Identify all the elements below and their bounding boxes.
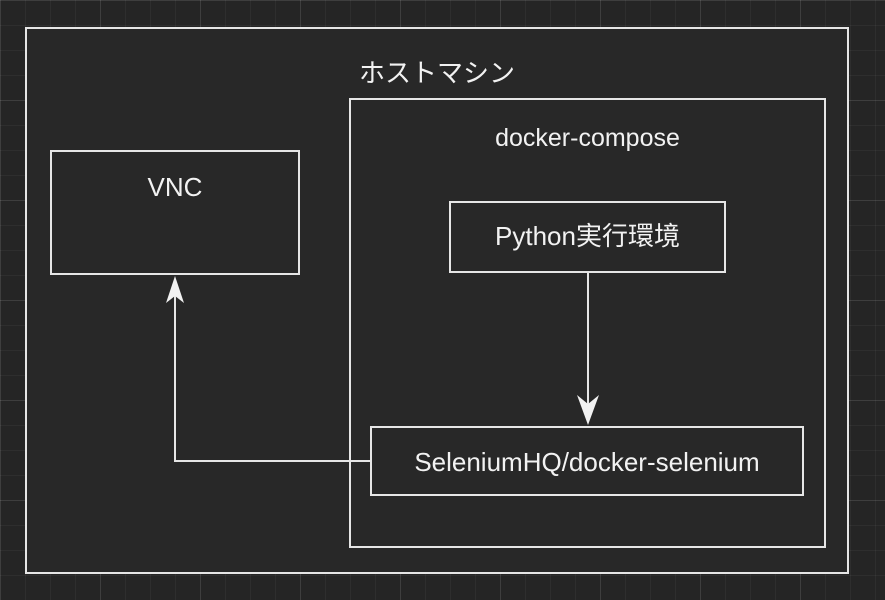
node-selenium[interactable]: SeleniumHQ/docker-selenium <box>370 426 804 496</box>
node-python-runtime-label: Python実行環境 <box>495 221 680 251</box>
node-vnc[interactable]: VNC <box>50 150 300 275</box>
node-python-runtime[interactable]: Python実行環境 <box>449 201 726 273</box>
node-vnc-label: VNC <box>147 172 203 202</box>
docker-compose-label: docker-compose <box>495 124 680 152</box>
host-machine-label: ホストマシン <box>358 58 515 88</box>
node-selenium-label: SeleniumHQ/docker-selenium <box>414 447 760 477</box>
